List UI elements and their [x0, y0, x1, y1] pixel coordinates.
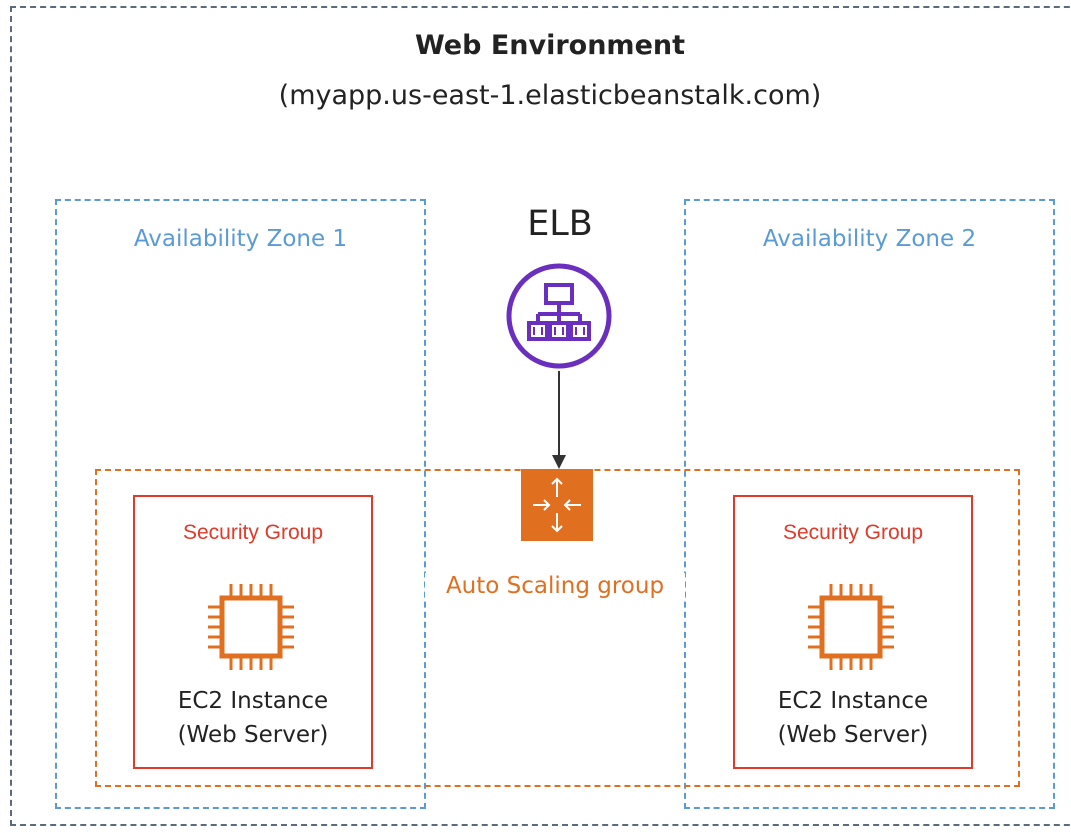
availability-zone-2: [684, 199, 1055, 809]
security-group-1: [133, 495, 373, 769]
ec2-instance-2-label: EC2 Instance (Web Server): [733, 684, 973, 752]
elb-label: ELB: [527, 204, 593, 244]
load-balancer-icon: [506, 263, 612, 369]
security-group-2: [733, 495, 973, 769]
environment-url: (myapp.us-east-1.elasticbeanstalk.com): [278, 80, 822, 111]
availability-zone-1-label: Availability Zone 1: [133, 226, 348, 252]
ec2-chip-icon: [208, 584, 294, 670]
auto-scaling-icon: [521, 469, 593, 541]
availability-zone-2-label: Availability Zone 2: [762, 226, 977, 252]
security-group-1-label: Security Group: [182, 521, 324, 544]
elb-to-asg-arrow: [552, 371, 566, 469]
security-group-2-label: Security Group: [782, 521, 924, 544]
ec2-chip-icon: [808, 584, 894, 670]
ec2-instance-2-role: (Web Server): [777, 722, 929, 748]
availability-zone-1: [55, 199, 426, 809]
ec2-instance-1-role: (Web Server): [177, 722, 329, 748]
ec2-instance-1-label: EC2 Instance (Web Server): [133, 684, 373, 752]
environment-boundary: [10, 6, 1071, 826]
ec2-instance-2-name: EC2 Instance: [777, 688, 929, 714]
auto-scaling-group-label: Auto Scaling group: [425, 573, 685, 599]
ec2-instance-1-name: EC2 Instance: [177, 688, 329, 714]
environment-title: Web Environment: [414, 30, 686, 61]
